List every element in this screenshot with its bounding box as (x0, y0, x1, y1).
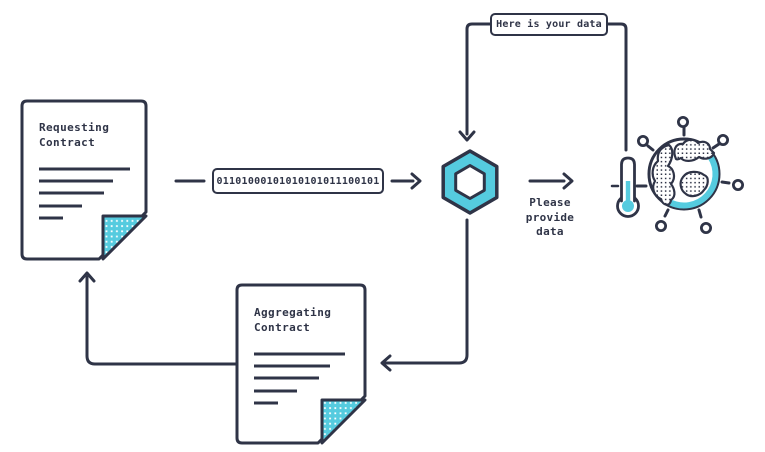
folded-page-corner-icon (101, 214, 148, 261)
thermometer-stem (620, 156, 636, 203)
response-message-text: Here is your data (496, 19, 602, 30)
globe-data-source-icon (635, 116, 745, 234)
arrow-response-to-oracle (458, 22, 492, 142)
arrow-aggregating-to-requesting (78, 271, 239, 366)
binary-payload-box: 01101000101010101011100101 (212, 168, 384, 194)
binary-payload-value: 01101000101010101011100101 (216, 175, 380, 187)
network-rays (635, 126, 731, 219)
connector-data-source-to-response (605, 22, 628, 152)
aggregating-contract-title: Aggregating Contract (254, 306, 332, 334)
globe-accent-arc (667, 155, 719, 209)
response-message-box: Here is your data (490, 13, 608, 36)
folded-page-corner-icon (320, 398, 367, 445)
globe-continents (651, 138, 716, 206)
thermometer-mercury-bulb (622, 200, 634, 212)
thermometer-mercury (625, 181, 631, 206)
arrow-payload-to-oracle (390, 172, 422, 190)
hexagon-inner (454, 164, 486, 200)
request-message-label: Please provide data (525, 196, 575, 238)
requesting-contract-document (20, 99, 148, 261)
aggregating-contract-document (235, 283, 367, 445)
chainlink-hexagon-icon (441, 149, 499, 215)
thermometer-icon (610, 156, 640, 218)
arrow-oracle-to-data-source (528, 172, 574, 190)
document-text-lines (254, 352, 345, 405)
document-text-lines (39, 167, 130, 220)
requesting-contract-title: Requesting Contract (39, 121, 110, 149)
network-node-dots (637, 116, 745, 234)
arrow-oracle-to-aggregating (380, 218, 469, 372)
